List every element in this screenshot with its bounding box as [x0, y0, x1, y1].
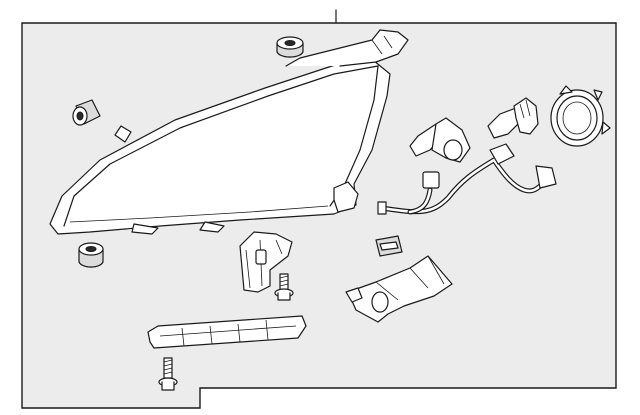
headlamp-assembly [49, 29, 409, 235]
adjuster-housing [345, 255, 453, 323]
retainer-clip [375, 235, 403, 257]
wire-harness [377, 143, 557, 215]
left-grommet [72, 99, 101, 126]
bulb-right [487, 97, 539, 139]
screw-upper [274, 273, 294, 301]
mounting-bracket [239, 231, 293, 293]
bottom-grommet [78, 242, 104, 268]
lower-bracket [147, 315, 307, 349]
screw-lower [158, 357, 178, 391]
top-grommet [276, 36, 304, 58]
socket-ring [550, 85, 611, 147]
bulb-left [409, 117, 471, 163]
